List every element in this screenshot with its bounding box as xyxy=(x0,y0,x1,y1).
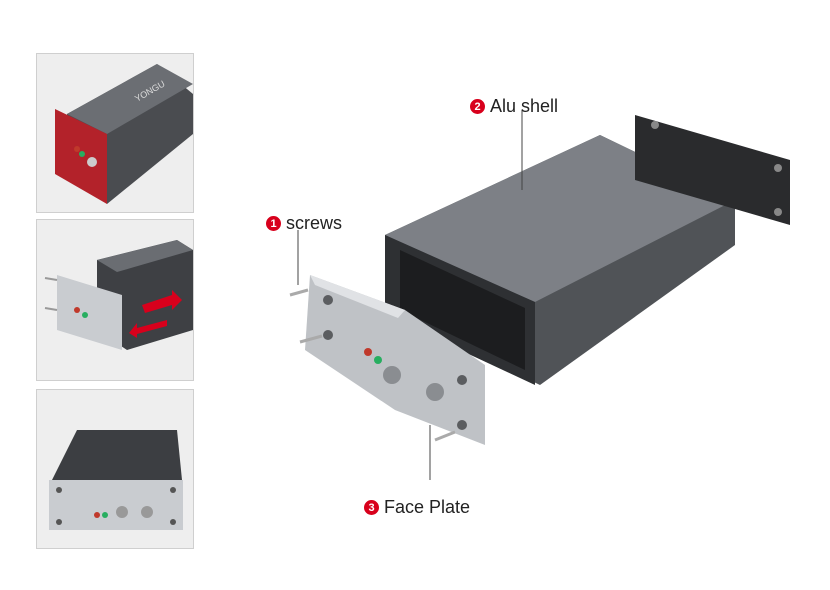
thumbnail-exploded[interactable] xyxy=(36,219,194,381)
thumbnail-front[interactable] xyxy=(36,389,194,549)
callout-screws: 1 screws xyxy=(266,213,342,234)
callout-text: screws xyxy=(286,213,343,233)
main-exploded-view xyxy=(230,80,810,495)
thumbnail-red-endcap[interactable]: YONGU xyxy=(36,53,194,213)
face-plate xyxy=(305,275,485,445)
callout-number-badge: 3 xyxy=(364,500,379,515)
callout-number-badge: 1 xyxy=(266,216,281,231)
back-plate xyxy=(635,115,790,225)
alu-shell xyxy=(385,135,735,385)
callout-number-badge: 2 xyxy=(470,99,485,114)
callout-text: Alu shell xyxy=(490,96,559,116)
screws xyxy=(289,288,456,442)
callout-face-plate: 3 Face Plate xyxy=(364,497,470,518)
callout-alu-shell: 2 Alu shell xyxy=(470,96,558,117)
callout-text: Face Plate xyxy=(384,497,471,517)
